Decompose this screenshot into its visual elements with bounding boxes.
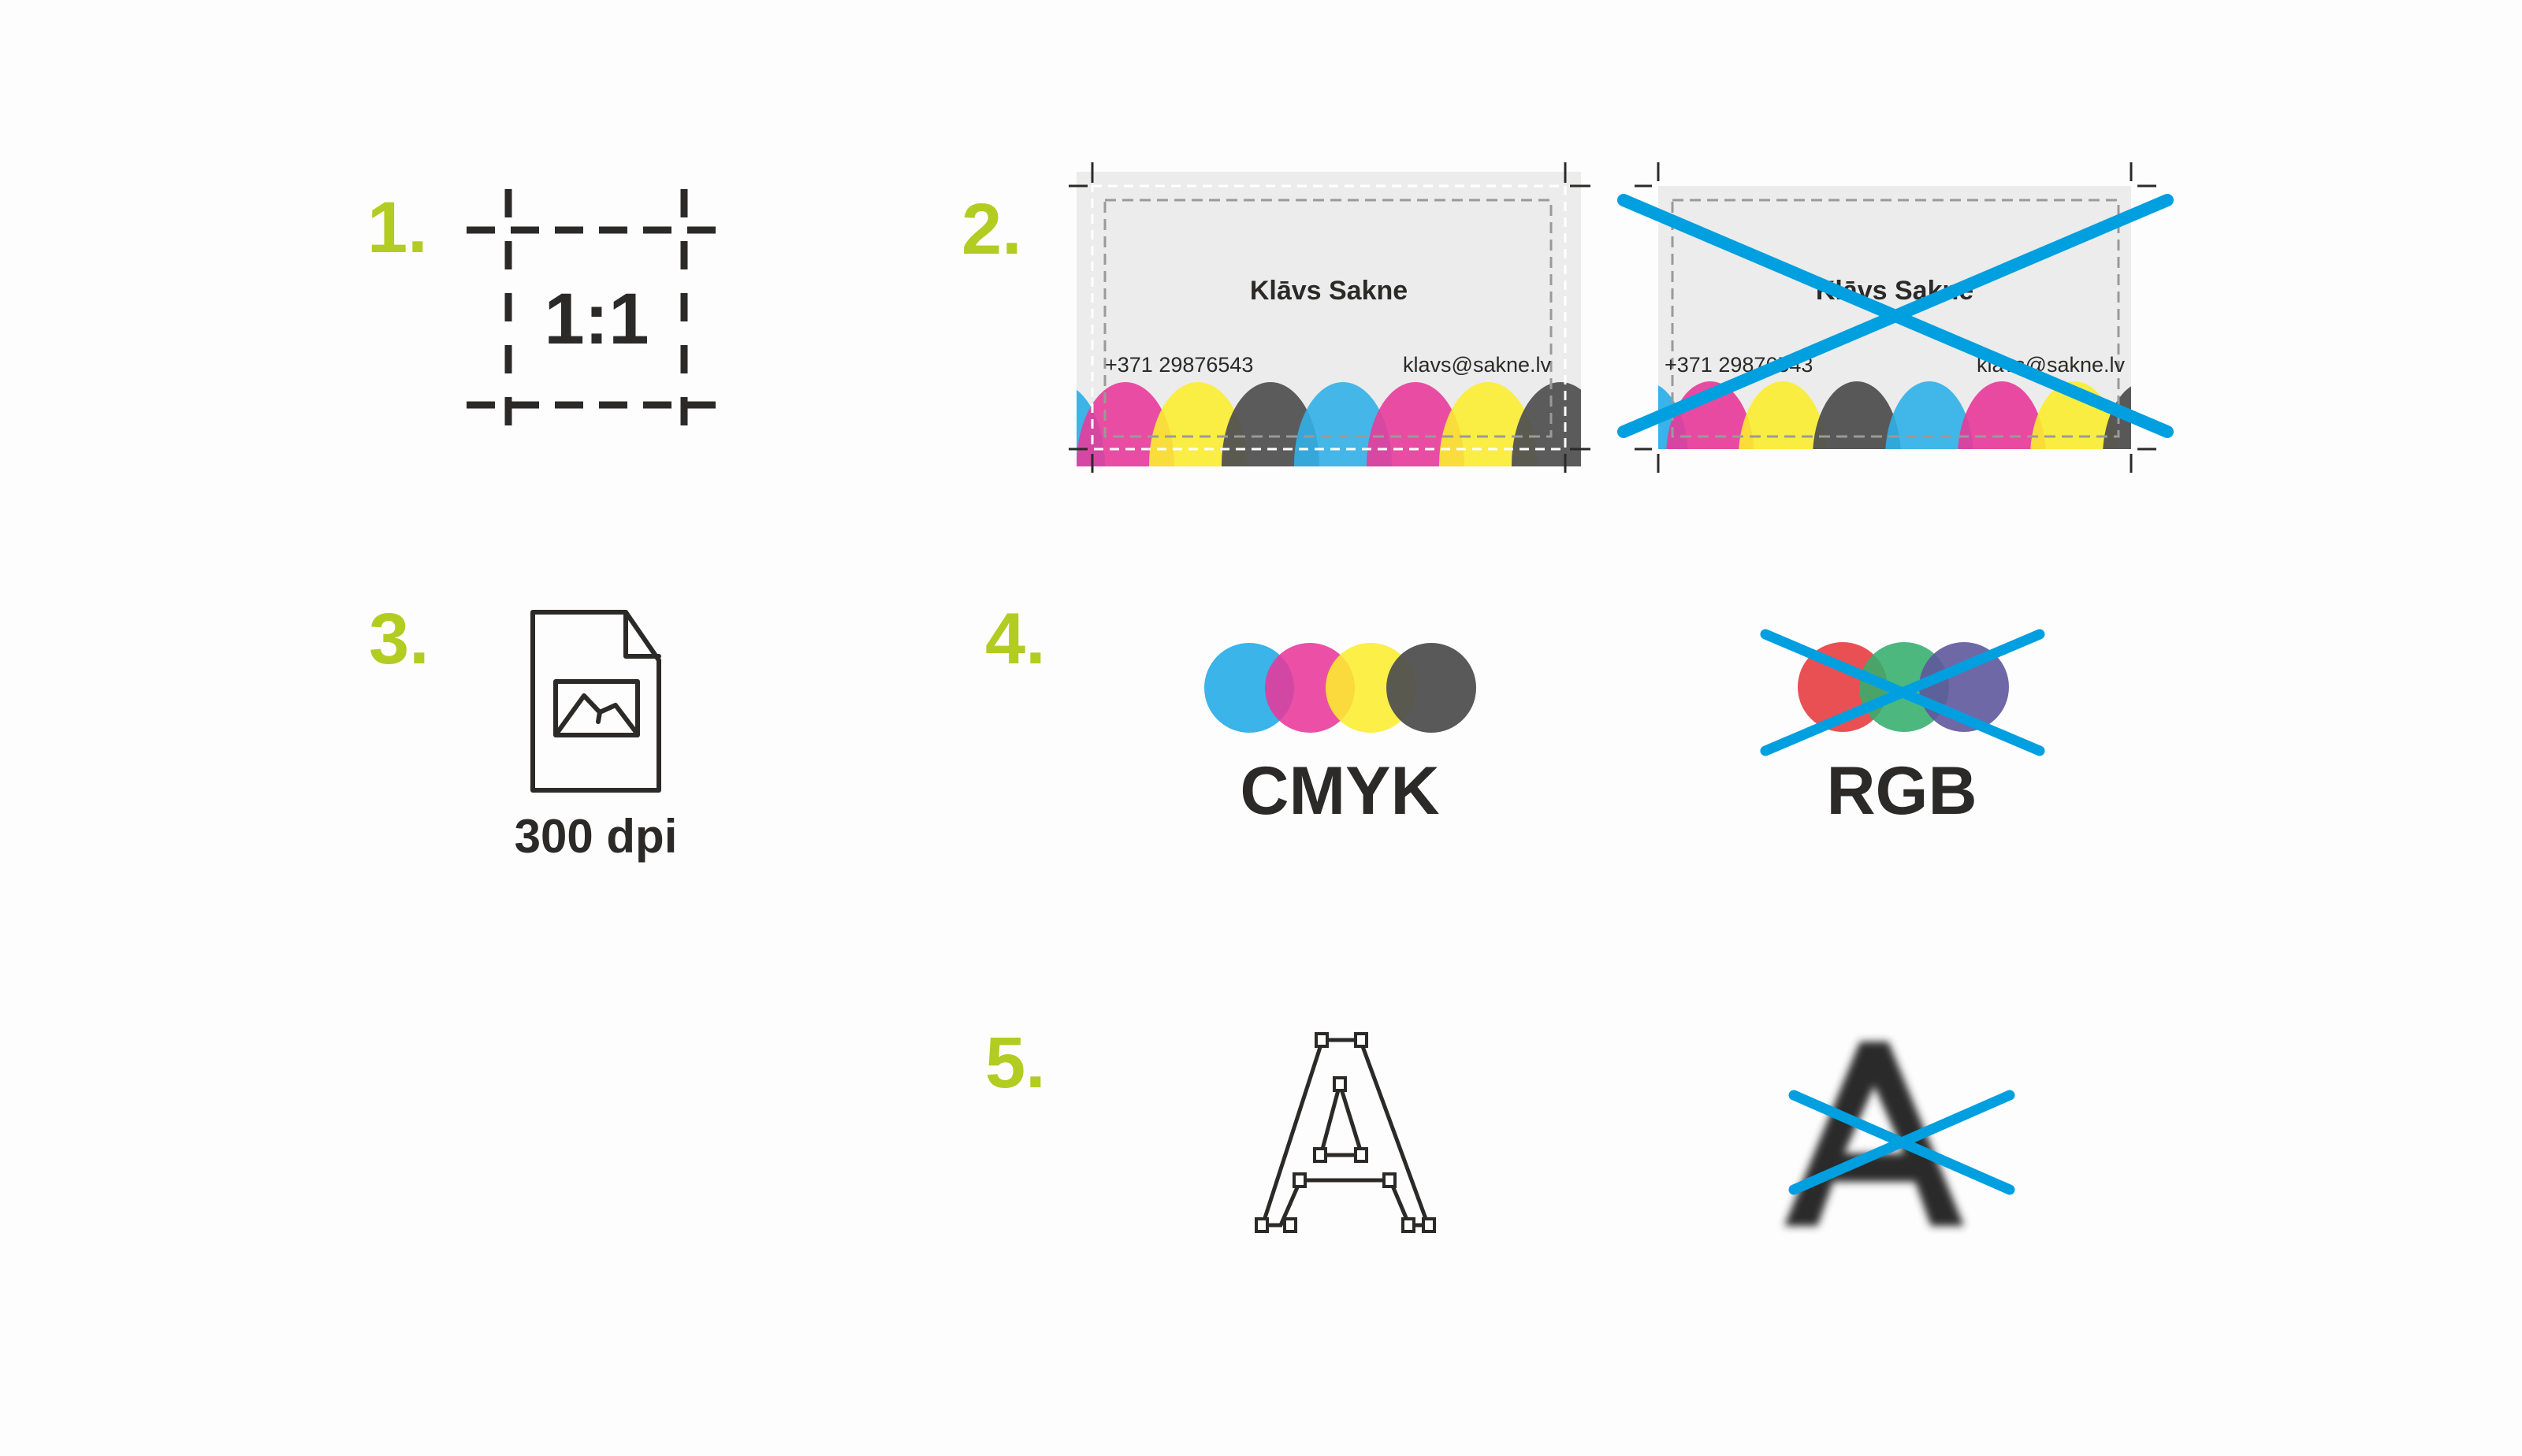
card-email: klavs@sakne.lv — [1403, 353, 1551, 377]
step-4: 4. CMYK RGB — [985, 599, 2045, 829]
crop-marks-square-icon — [467, 189, 723, 448]
step-5: 5. — [985, 1023, 2015, 1233]
step-number-5: 5. — [985, 1023, 1046, 1103]
step-number-1: 1. — [367, 188, 428, 268]
cross-out-icon — [1788, 1090, 2015, 1195]
image-file-icon — [530, 610, 661, 793]
step-number-3: 3. — [369, 599, 430, 679]
cmyk-circles — [1204, 643, 1476, 733]
raster-letter-a-icon — [1784, 1042, 1964, 1226]
crop-marks — [1635, 162, 2156, 473]
cmyk-circle-band — [1077, 382, 1581, 466]
vector-letter-a-icon — [1255, 1032, 1436, 1233]
step-2: 2. Klāvs Sakne +371 29 — [962, 162, 2174, 473]
crop-marks — [1069, 162, 1590, 473]
business-card-wrong: Klāvs Sakne +371 29876543 klavs@sakne.lv — [1617, 162, 2174, 473]
step-number-2: 2. — [962, 189, 1022, 269]
cross-out-icon — [1760, 629, 2045, 756]
card-phone: +371 29876543 — [1105, 353, 1253, 377]
cross-out-icon — [1617, 194, 2174, 438]
rgb-label: RGB — [1826, 753, 1977, 829]
step-1: 1. 1:1 — [367, 188, 723, 448]
business-card-correct: Klāvs Sakne +371 29876543 klavs@sakne.lv — [1069, 162, 1590, 473]
cmyk-label: CMYK — [1240, 753, 1439, 829]
step-3: 3. 300 dpi — [369, 599, 677, 863]
scale-label: 1:1 — [545, 279, 649, 359]
resolution-label: 300 dpi — [515, 810, 678, 863]
step-number-4: 4. — [985, 599, 1046, 679]
card-name: Klāvs Sakne — [1250, 276, 1408, 306]
